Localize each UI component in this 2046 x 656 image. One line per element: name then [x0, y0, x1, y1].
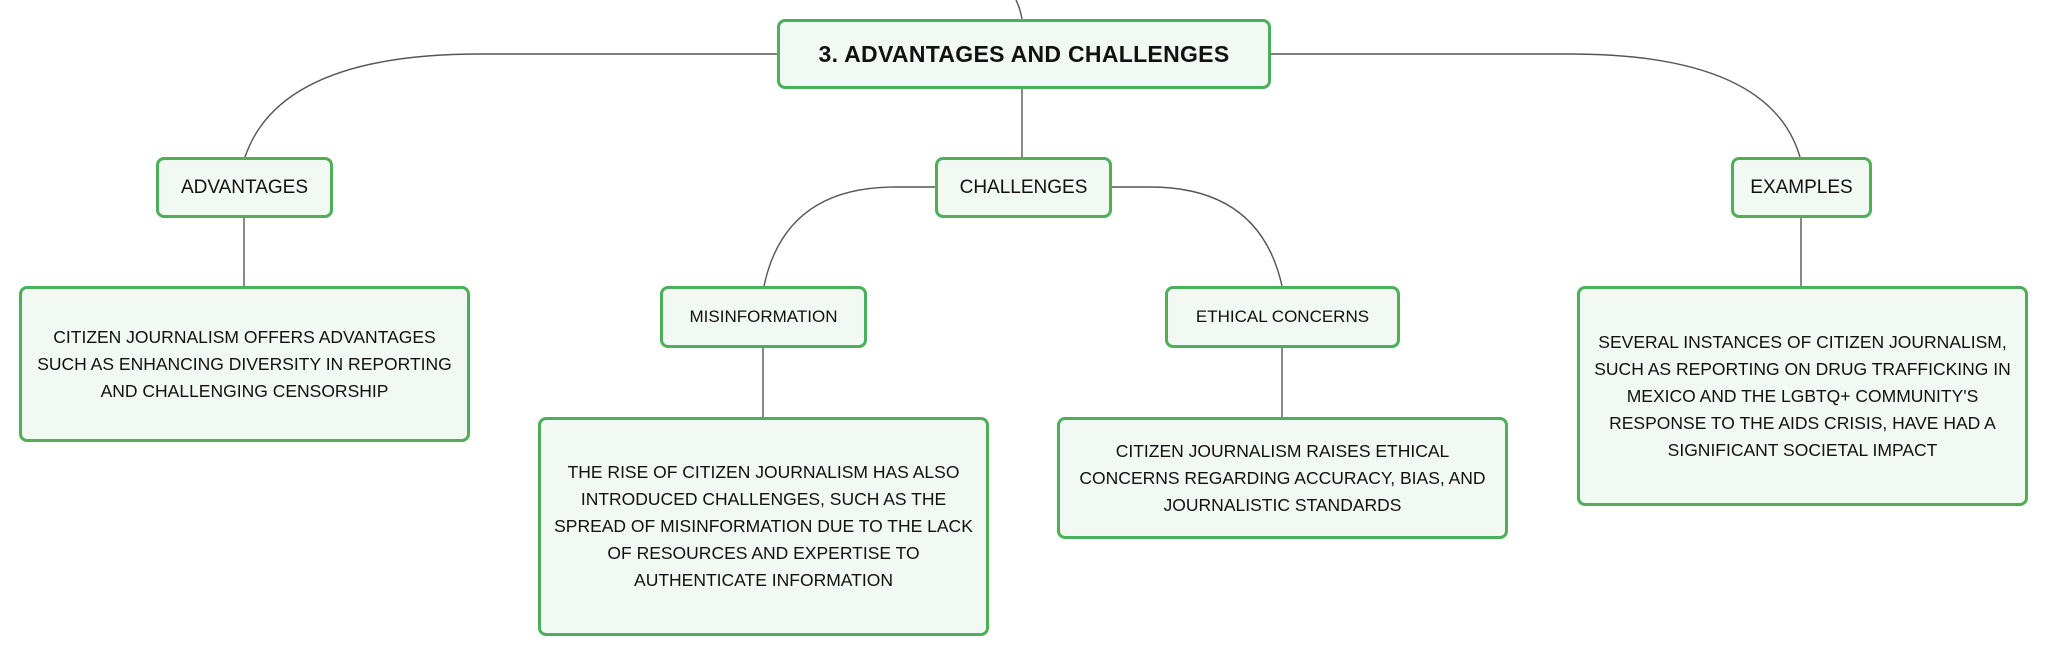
ethical-concerns-node[interactable]: ETHICAL CONCERNS — [1165, 286, 1400, 348]
examples-node[interactable]: EXAMPLES — [1731, 157, 1872, 218]
ethical-concerns-label: ETHICAL CONCERNS — [1195, 307, 1370, 326]
examples-label: EXAMPLES — [1750, 176, 1853, 198]
misinformation-label: MISINFORMATION — [689, 307, 838, 326]
connector-challenges-to-ethical — [1112, 186, 1283, 287]
connector-parent-to-root — [1015, 0, 1023, 20]
ethical-concerns-detail-node[interactable]: CITIZEN JOURNALISM RAISES ETHICAL CONCER… — [1057, 417, 1508, 539]
advantages-detail-node[interactable]: CITIZEN JOURNALISM OFFERS ADVANTAGES SUC… — [19, 286, 470, 442]
connector-root-to-advantages — [244, 53, 777, 158]
misinformation-detail-node[interactable]: THE RISE OF CITIZEN JOURNALISM HAS ALSO … — [538, 417, 989, 636]
misinformation-detail-text: THE RISE OF CITIZEN JOURNALISM HAS ALSO … — [554, 462, 973, 590]
advantages-detail-text: CITIZEN JOURNALISM OFFERS ADVANTAGES SUC… — [37, 326, 452, 401]
root-topic-label: 3. ADVANTAGES AND CHALLENGES — [818, 40, 1230, 67]
root-topic-node[interactable]: 3. ADVANTAGES AND CHALLENGES — [777, 19, 1271, 89]
challenges-node[interactable]: CHALLENGES — [935, 157, 1112, 218]
ethical-concerns-detail-text: CITIZEN JOURNALISM RAISES ETHICAL CONCER… — [1079, 440, 1486, 515]
connector-root-to-examples — [1271, 53, 1801, 158]
advantages-label: ADVANTAGES — [180, 176, 309, 198]
challenges-label: CHALLENGES — [959, 176, 1088, 198]
misinformation-node[interactable]: MISINFORMATION — [660, 286, 867, 348]
examples-detail-node[interactable]: SEVERAL INSTANCES OF CITIZEN JOURNALISM,… — [1577, 286, 2028, 506]
examples-detail-text: SEVERAL INSTANCES OF CITIZEN JOURNALISM,… — [1594, 331, 2011, 460]
connector-challenges-to-misinformation — [763, 186, 935, 287]
advantages-node[interactable]: ADVANTAGES — [156, 157, 333, 218]
